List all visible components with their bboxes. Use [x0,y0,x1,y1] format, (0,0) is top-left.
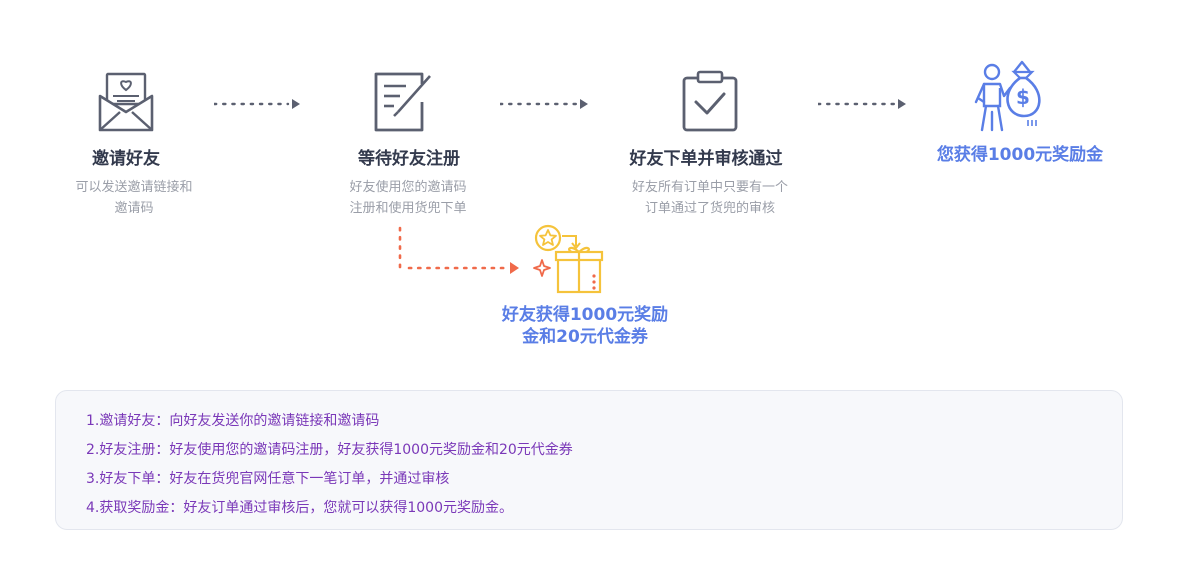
friend-reward-text: 好友获得1000元奖励 金和20元代金券 [501,305,669,347]
clipboard-check-icon [682,70,738,132]
step-3-title: 好友下单并审核通过 [629,149,783,169]
step-1-desc: 可以发送邀请链接和 邀请码 [75,180,193,216]
rule-item-2: 2.好友注册：好友使用您的邀请码注册，好友获得1000元奖励金和20元代金券 [86,442,573,458]
edit-document-icon [374,72,431,132]
arrow-step3-to-step4 [818,99,906,109]
step-1-title: 邀请好友 [92,149,160,169]
rules-panel: 1.邀请好友：向好友发送你的邀请链接和邀请码 2.好友注册：好友使用您的邀请码注… [55,390,1123,530]
person-money-bag-icon: $ [974,60,1041,132]
arrow-step2-to-friend-reward [398,226,519,274]
step-3-desc: 好友所有订单中只要有一个 订单通过了货兜的审核 [631,180,788,216]
gift-star-icon [533,224,604,294]
envelope-heart-icon [98,72,154,132]
arrow-step2-to-step3 [500,99,588,109]
rule-item-4: 4.获取奖励金：好友订单通过审核后，您就可以获得1000元奖励金。 [86,500,513,516]
rule-item-1: 1.邀请好友：向好友发送你的邀请链接和邀请码 [86,413,380,429]
step-2-desc: 好友使用您的邀请码 注册和使用货兜下单 [349,180,467,216]
arrow-step1-to-step2 [214,99,300,109]
rule-item-3: 3.好友下单：好友在货兜官网任意下一笔订单，并通过审核 [86,471,450,487]
svg-text:$: $ [1016,85,1030,109]
step-4-title: 您获得1000元奖励金 [936,145,1104,165]
step-2-title: 等待好友注册 [358,149,460,169]
